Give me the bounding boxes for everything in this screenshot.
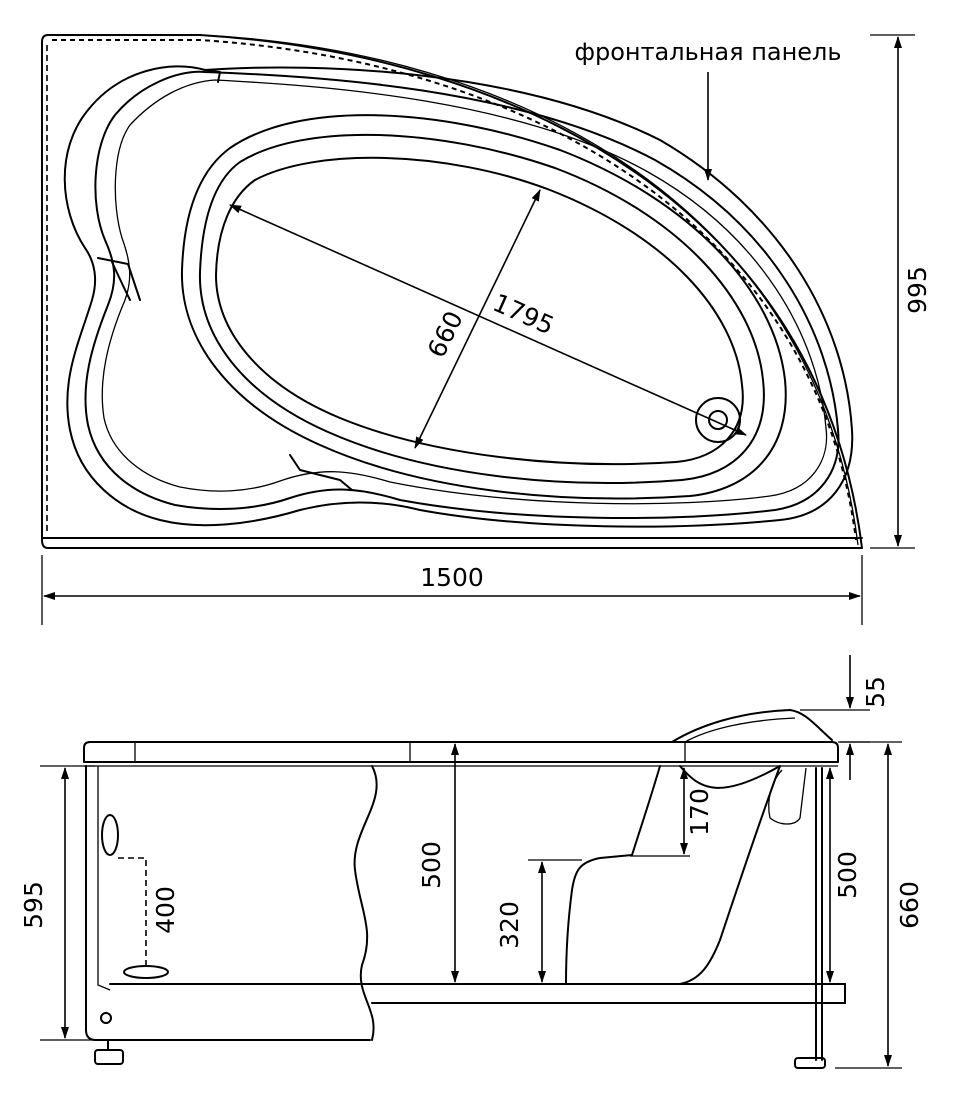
drain-outer: [695, 397, 741, 443]
break-line: [353, 765, 378, 1041]
dim-drain: 400: [151, 886, 180, 934]
dim-depth-right: 500: [833, 851, 862, 899]
top-view: 1795 660 фронтальная панель 1500 995: [41, 34, 932, 625]
front-panel-dashed: [52, 39, 857, 541]
basin-inner: [215, 156, 744, 466]
dim-line-inner-width: [414, 189, 541, 449]
dim-seat: 320: [495, 901, 524, 949]
front-panel-label: фронтальная панель: [574, 38, 841, 66]
dim-depth: 995: [903, 266, 932, 314]
basin-middle: [198, 133, 765, 484]
headrest: [671, 709, 833, 743]
dim-width: 1500: [420, 563, 484, 592]
dim-height-left: 595: [19, 881, 48, 929]
dim-rim: 55: [861, 676, 890, 708]
rim-contour-1: [63, 65, 854, 528]
side-view: 595 400 500 320 170 500 55 660: [19, 655, 924, 1069]
inner-seat-profile: [565, 765, 661, 985]
rim: [83, 741, 839, 763]
dim-line-inner-length: [229, 204, 747, 436]
dim-height-total: 660: [895, 881, 924, 929]
dim-depth-inner: 500: [417, 841, 446, 889]
dim-inner-width: 660: [422, 306, 469, 362]
drain-side: [123, 965, 169, 979]
basin-outer: [180, 114, 787, 500]
rim-contour-2: [84, 70, 840, 519]
top-outer-contour: [41, 34, 863, 549]
leg-left: [94, 1049, 124, 1065]
dim-step: 170: [685, 788, 714, 836]
leg-right: [794, 1057, 826, 1069]
dim-inner-length: 1795: [488, 288, 558, 340]
overflow: [101, 814, 119, 856]
body-left-edge: [85, 765, 371, 1041]
